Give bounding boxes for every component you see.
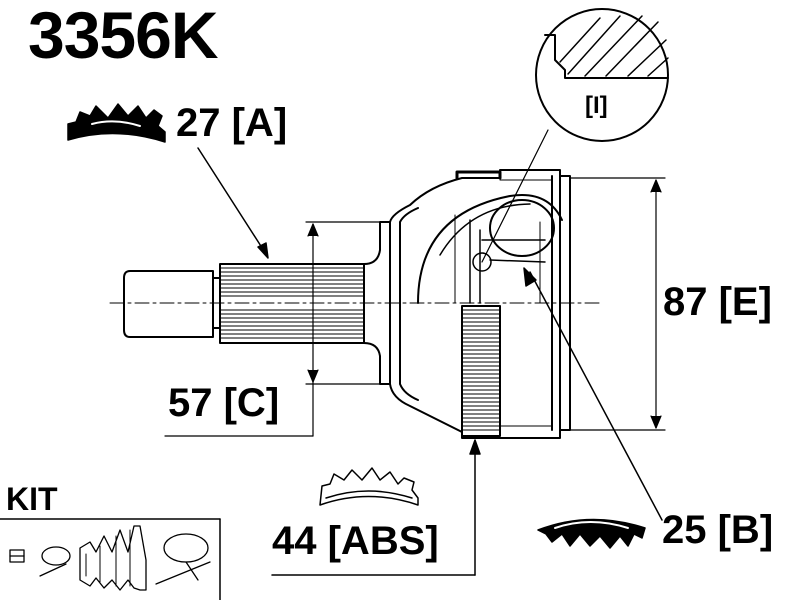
kit-contents — [9, 525, 211, 591]
leader-abs — [271, 439, 481, 576]
shaft-neck — [212, 277, 221, 329]
kit-box — [0, 518, 221, 600]
shaft-collar — [363, 221, 391, 385]
abs-ring — [461, 305, 501, 437]
detail-bubble — [535, 8, 669, 142]
dimension-b-label: 25 [B] — [662, 508, 774, 552]
shaft-tip — [123, 270, 214, 338]
dimension-e — [569, 177, 666, 431]
spline-profile-abs-icon — [319, 467, 419, 506]
inner-race — [417, 194, 563, 304]
bell-top-nub — [455, 170, 502, 180]
dimension-c — [164, 221, 391, 437]
part-number: 3356K — [28, 0, 218, 72]
dimension-c-label: 57 [C] — [168, 381, 280, 425]
kit-label: KIT — [6, 481, 58, 517]
dimension-e-label: 87 [E] — [663, 280, 772, 324]
splined-shaft — [219, 263, 365, 344]
leader-b — [523, 267, 663, 521]
dimension-abs-label: 44 [ABS] — [272, 519, 439, 563]
bell-housing-inner — [399, 207, 419, 401]
detail-label: [I] — [585, 92, 608, 119]
ball — [489, 199, 555, 257]
spline-profile-b-icon — [537, 518, 646, 549]
detail-marker — [472, 252, 492, 272]
leader-a — [197, 147, 269, 259]
spline-profile-a-icon — [67, 103, 166, 143]
dimension-a-label: 27 [A] — [176, 101, 288, 145]
